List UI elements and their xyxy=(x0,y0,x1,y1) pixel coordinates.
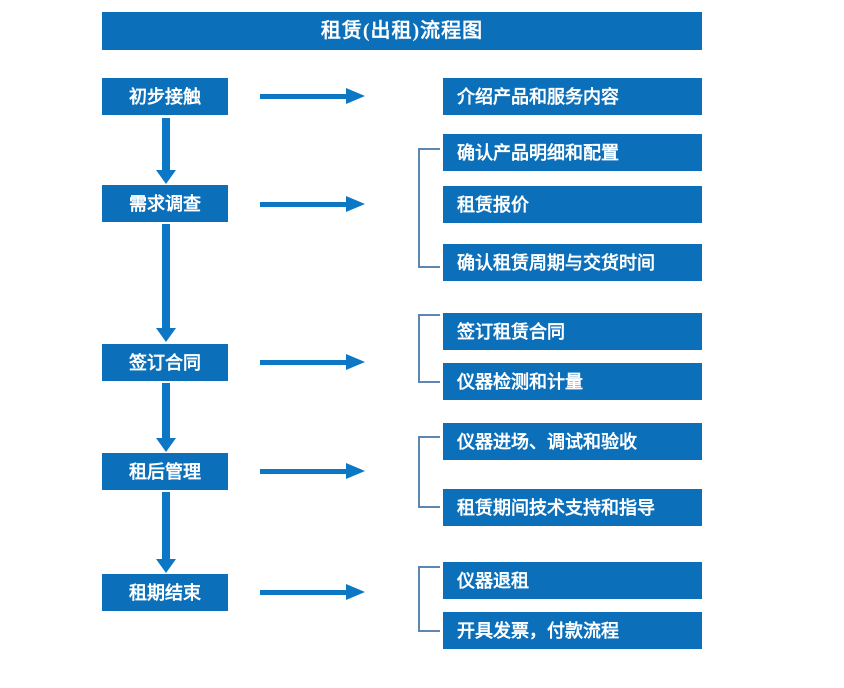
task-box-invoice-payment[interactable]: 开具发票，付款流程 xyxy=(443,612,702,649)
flowchart-title: 租赁(出租)流程图 xyxy=(102,12,702,50)
task-box-sign-rental-contract[interactable]: 签订租赁合同 xyxy=(443,313,702,350)
task-box-rental-quotation[interactable]: 租赁报价 xyxy=(443,186,702,223)
task-box-confirm-spec-config[interactable]: 确认产品明细和配置 xyxy=(443,134,702,171)
horizontal-arrow-3 xyxy=(260,354,365,370)
vertical-arrow-1 xyxy=(156,118,176,184)
group-bracket-needs-survey xyxy=(418,148,440,268)
stage-box-post-rental-management[interactable]: 租后管理 xyxy=(102,453,228,490)
group-bracket-sign-contract xyxy=(418,314,440,383)
stage-box-needs-survey[interactable]: 需求调查 xyxy=(102,185,228,222)
group-bracket-post-rental-management xyxy=(418,436,440,508)
task-box-confirm-term-delivery[interactable]: 确认租赁周期与交货时间 xyxy=(443,244,702,281)
stage-box-lease-end[interactable]: 租期结束 xyxy=(102,574,228,611)
horizontal-arrow-1 xyxy=(260,88,365,104)
group-bracket-lease-end xyxy=(418,566,440,632)
task-box-introduce-products[interactable]: 介绍产品和服务内容 xyxy=(443,78,702,115)
vertical-arrow-2 xyxy=(156,224,176,342)
horizontal-arrow-2 xyxy=(260,196,365,212)
vertical-arrow-3 xyxy=(156,383,176,452)
task-box-instrument-onsite-commissioning[interactable]: 仪器进场、调试和验收 xyxy=(443,423,702,460)
task-box-instrument-inspection[interactable]: 仪器检测和计量 xyxy=(443,363,702,400)
vertical-arrow-4 xyxy=(156,492,176,573)
task-box-technical-support[interactable]: 租赁期间技术支持和指导 xyxy=(443,489,702,526)
stage-box-sign-contract[interactable]: 签订合同 xyxy=(102,344,228,381)
horizontal-arrow-4 xyxy=(260,463,365,479)
stage-box-initial-contact[interactable]: 初步接触 xyxy=(102,78,228,115)
task-box-instrument-return[interactable]: 仪器退租 xyxy=(443,562,702,599)
horizontal-arrow-5 xyxy=(260,584,365,600)
